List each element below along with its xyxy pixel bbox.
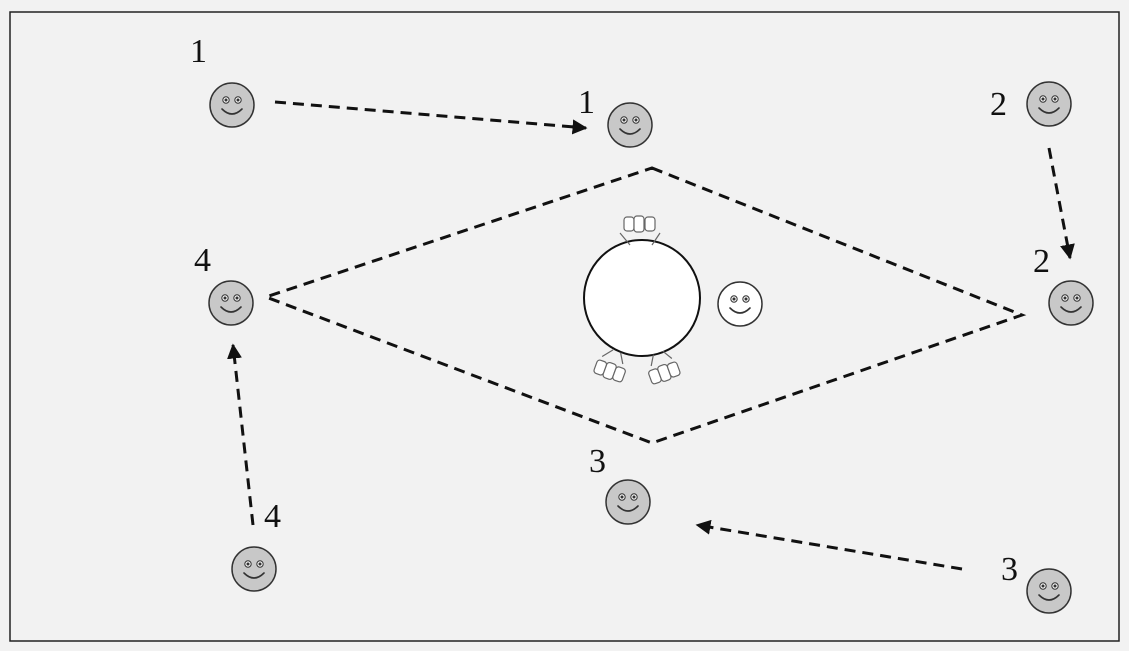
round-table-icon [583, 239, 701, 357]
chair-icon-bottom-left [593, 349, 626, 383]
person-face-icon-start-4 [231, 546, 277, 592]
chair-icon-bottom-right [648, 350, 681, 385]
arrow-3 [695, 519, 963, 571]
person-face-icon-target-2 [1048, 280, 1094, 326]
person-face-icon-target-3 [605, 479, 651, 525]
person-face-icon-start-3 [1026, 568, 1072, 614]
person-face-icon-target-1 [607, 102, 653, 148]
arrow-1 [274, 100, 588, 135]
person-face-icon-start-2 [1026, 81, 1072, 127]
person-face-icon-start-1 [209, 82, 255, 128]
label-target-4: 4 [194, 242, 211, 279]
person-face-icon-center [717, 281, 763, 327]
arrow-2 [1047, 147, 1075, 260]
label-start-4: 4 [264, 498, 281, 535]
chair-icon-top [619, 215, 661, 246]
label-start-1: 1 [190, 33, 207, 70]
label-start-3: 3 [1001, 551, 1018, 588]
person-face-icon-target-4 [208, 280, 254, 326]
label-target-2: 2 [1033, 243, 1050, 280]
label-target-3: 3 [589, 443, 606, 480]
diamond-path [261, 166, 1027, 445]
label-start-2: 2 [990, 86, 1007, 123]
arrow-4 [227, 343, 255, 526]
label-target-1: 1 [578, 84, 595, 121]
diagram-frame [9, 11, 1120, 642]
